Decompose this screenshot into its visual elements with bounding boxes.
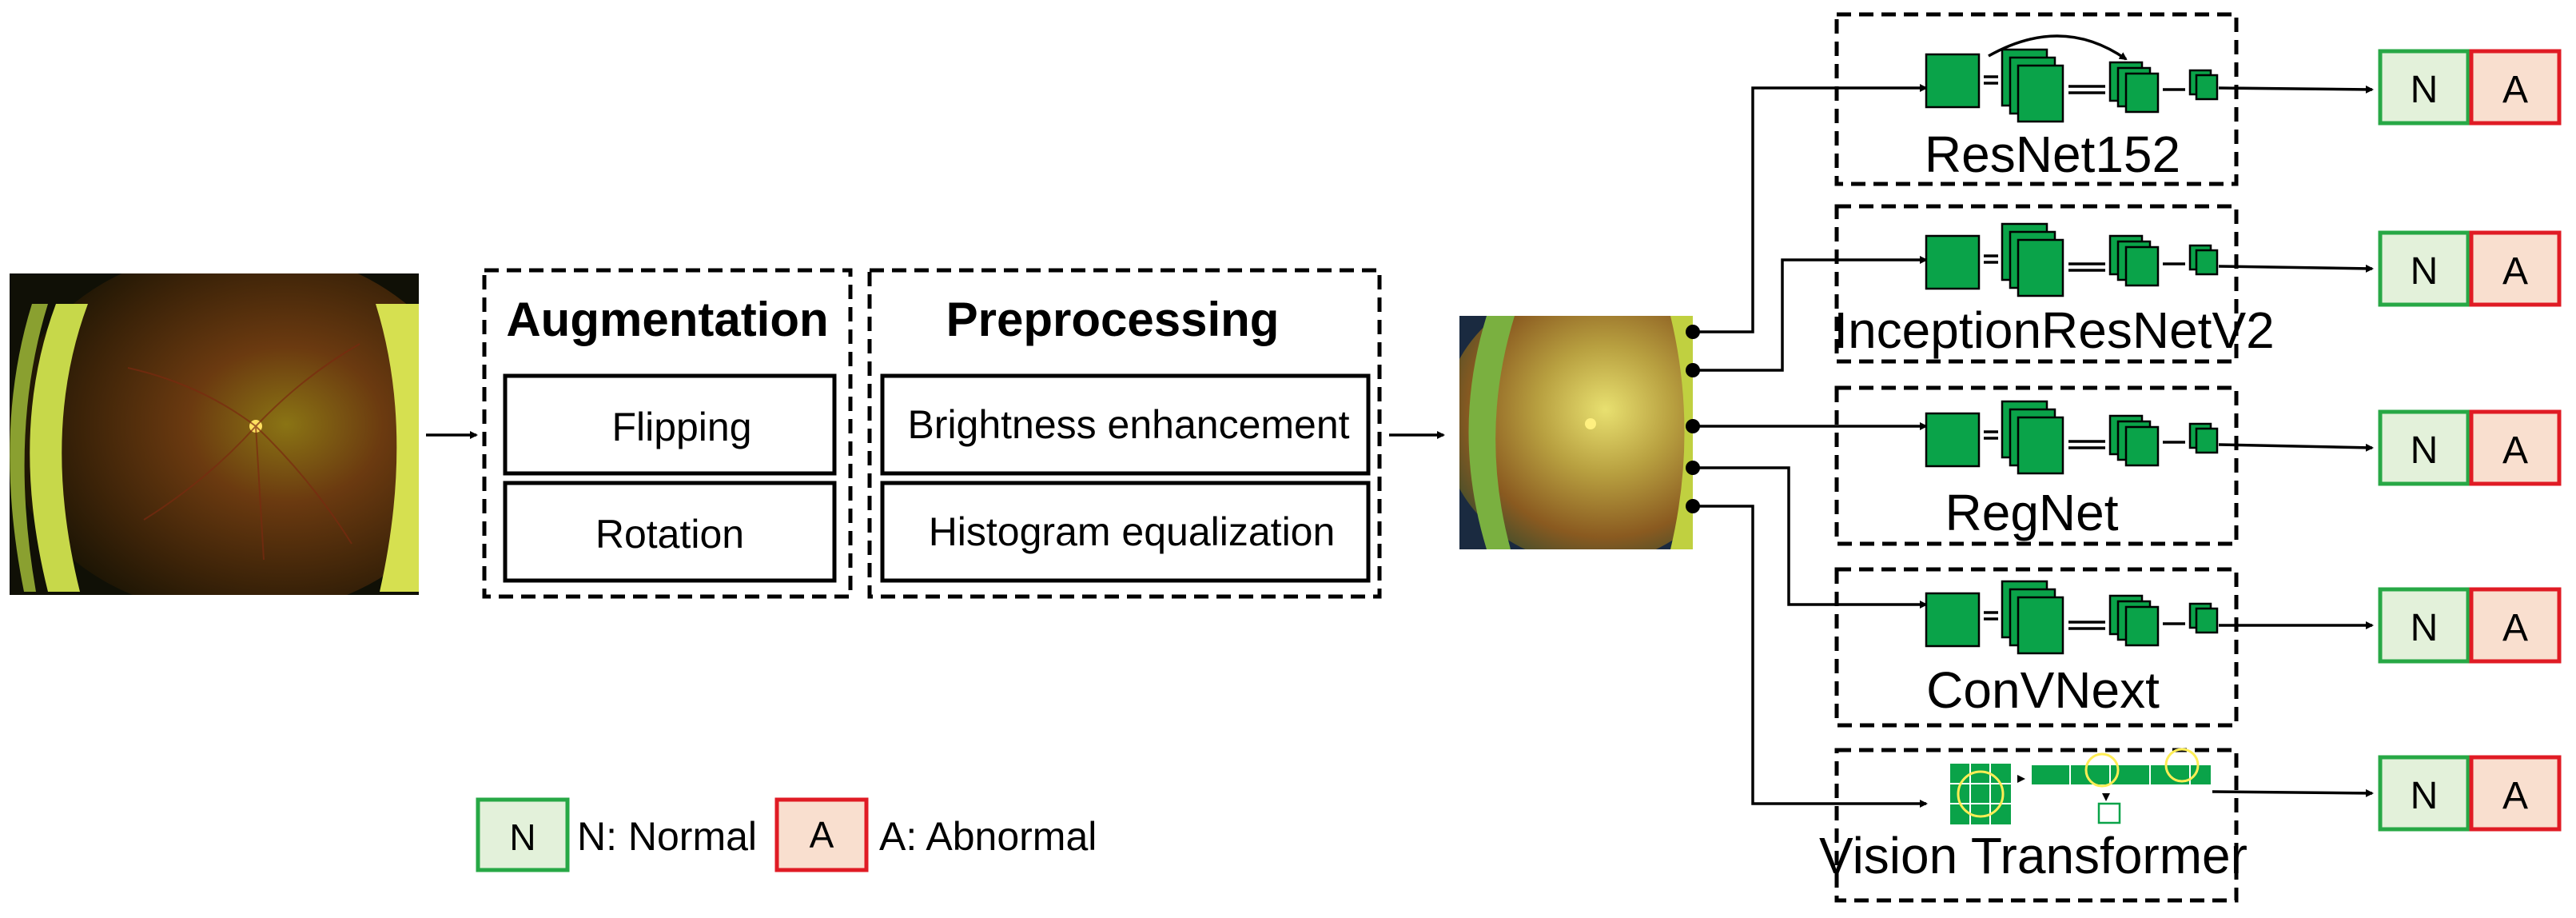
output-normal: N [2411,429,2439,472]
model-convnext: ConVNext [1834,567,2374,728]
preprocessing-section: Preprocessing Brightness enhancement His… [867,268,1382,599]
output-abnormal: A [2502,607,2528,649]
legend: N N: Normal A A: Abnormal [476,797,1097,872]
model-name: InceptionResNetV2 [1833,301,2274,359]
model-name: Vision Transformer [1819,827,2248,884]
output-inceptionresnetv2: N A [2378,230,2562,307]
output-vision-transformer: N A [2378,755,2562,832]
model-vision-transformer: Vision Transformer [1819,748,2374,903]
output-convnext: N A [2378,587,2562,664]
output-abnormal: A [2502,429,2528,472]
cnn-stack-icon [1925,34,2219,123]
model-connectors [1686,84,1928,808]
legend-abnormal-key: A [810,814,834,856]
legend-normal-label: N: Normal [577,814,757,859]
output-abnormal: A [2502,69,2528,111]
model-regnet: RegNet [1834,385,2374,546]
output-abnormal: A [2502,775,2528,817]
model-name: ConVNext [1926,661,2160,719]
output-regnet: N A [2378,409,2562,486]
model-name: ResNet152 [1925,126,2180,183]
preprocessing-histogram: Histogram equalization [929,509,1336,554]
vit-patch-icon [1950,748,2211,824]
output-resnet152: N A [2378,49,2562,126]
augmentation-flipping: Flipping [611,405,751,449]
augmentation-title: Augmentation [506,293,828,346]
augmentation-rotation: Rotation [595,512,744,557]
model-inceptionresnetv2: InceptionResNetV2 [1833,204,2374,364]
model-name: RegNet [1945,484,2119,541]
output-normal: N [2411,69,2439,111]
input-fundus-image [10,273,419,595]
model-resnet152: ResNet152 [1834,12,2374,186]
output-abnormal: A [2502,250,2528,293]
output-normal: N [2411,607,2439,649]
legend-normal-key: N [509,816,536,858]
preprocessing-title: Preprocessing [946,293,1280,346]
augmentation-section: Augmentation Flipping Rotation [482,268,853,599]
cnn-stack-icon [1925,580,2219,655]
preprocessing-brightness: Brightness enhancement [907,402,1349,447]
processed-fundus-image [1459,316,1693,549]
legend-abnormal-label: A: Abnormal [879,814,1097,859]
cnn-stack-icon [1925,400,2219,475]
output-normal: N [2411,775,2439,817]
output-normal: N [2411,250,2439,293]
cnn-stack-icon [1925,222,2219,297]
